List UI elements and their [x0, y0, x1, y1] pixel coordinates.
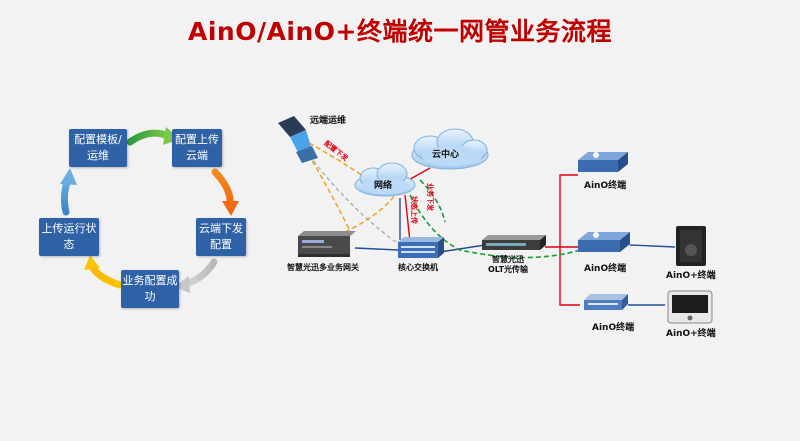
- cycle-arrow-bottom-left: [84, 255, 124, 289]
- cycle-arrow-left: [60, 168, 77, 216]
- aino-plus-terminal-1-label: AinO+终端: [666, 271, 716, 281]
- aino-plus-panel-icon: [667, 290, 713, 324]
- internet-label: 网络: [374, 181, 393, 191]
- cloud-center-icon: [411, 128, 489, 170]
- cycle-step-config-template: 配置模板/运维: [69, 129, 127, 167]
- cycle-step-upload-status: 上传运行状态: [39, 218, 99, 256]
- internet-cloud-icon: [354, 162, 416, 197]
- core-switch-icon: [398, 237, 444, 258]
- gateway-label: 智慧光迅多业务网关: [287, 263, 359, 272]
- cycle-arrow-bottom-right: [174, 258, 218, 293]
- green-dashed-links: [409, 179, 581, 259]
- gray-dashed-links: [304, 149, 401, 246]
- aino-terminal-2-icon: [578, 232, 630, 252]
- cycle-arrow-right: [211, 168, 239, 216]
- blue-links: [354, 198, 676, 306]
- olt-label-line1: 智慧光迅: [492, 255, 524, 264]
- remote-ops-label: 远端运维: [310, 116, 347, 126]
- cycle-step-cloud-dispatch: 云端下发配置: [196, 218, 246, 256]
- aino-terminal-1-icon: [578, 152, 628, 172]
- cycle-step-config-success: 业务配置成功: [121, 270, 179, 308]
- olt-device-icon: [482, 235, 546, 250]
- cycle-step-upload-cloud: 配置上传云端: [172, 129, 222, 167]
- aino-plus-speaker-icon: [676, 226, 706, 266]
- core-switch-label: 核心交换机: [398, 263, 438, 272]
- aino-terminal-3-icon: [584, 294, 628, 310]
- aino-terminal-1-label: AinO终端: [584, 181, 627, 191]
- page-title: AinO/AinO+终端统一网管业务流程: [187, 17, 612, 46]
- olt-label-line2: OLT光传输: [488, 265, 529, 274]
- aino-terminal-2-label: AinO终端: [584, 264, 627, 274]
- cloud-center-label: 云中心: [432, 150, 460, 160]
- overlay-service-dispatch: 业务下发: [426, 183, 434, 211]
- laptop-icon: [278, 116, 318, 163]
- gateway-device-icon: [298, 231, 356, 257]
- aino-plus-terminal-2-label: AinO+终端: [666, 329, 716, 339]
- overlay-status-upload: 状态上传: [410, 196, 418, 224]
- aino-terminal-3-label: AinO终端: [592, 323, 635, 333]
